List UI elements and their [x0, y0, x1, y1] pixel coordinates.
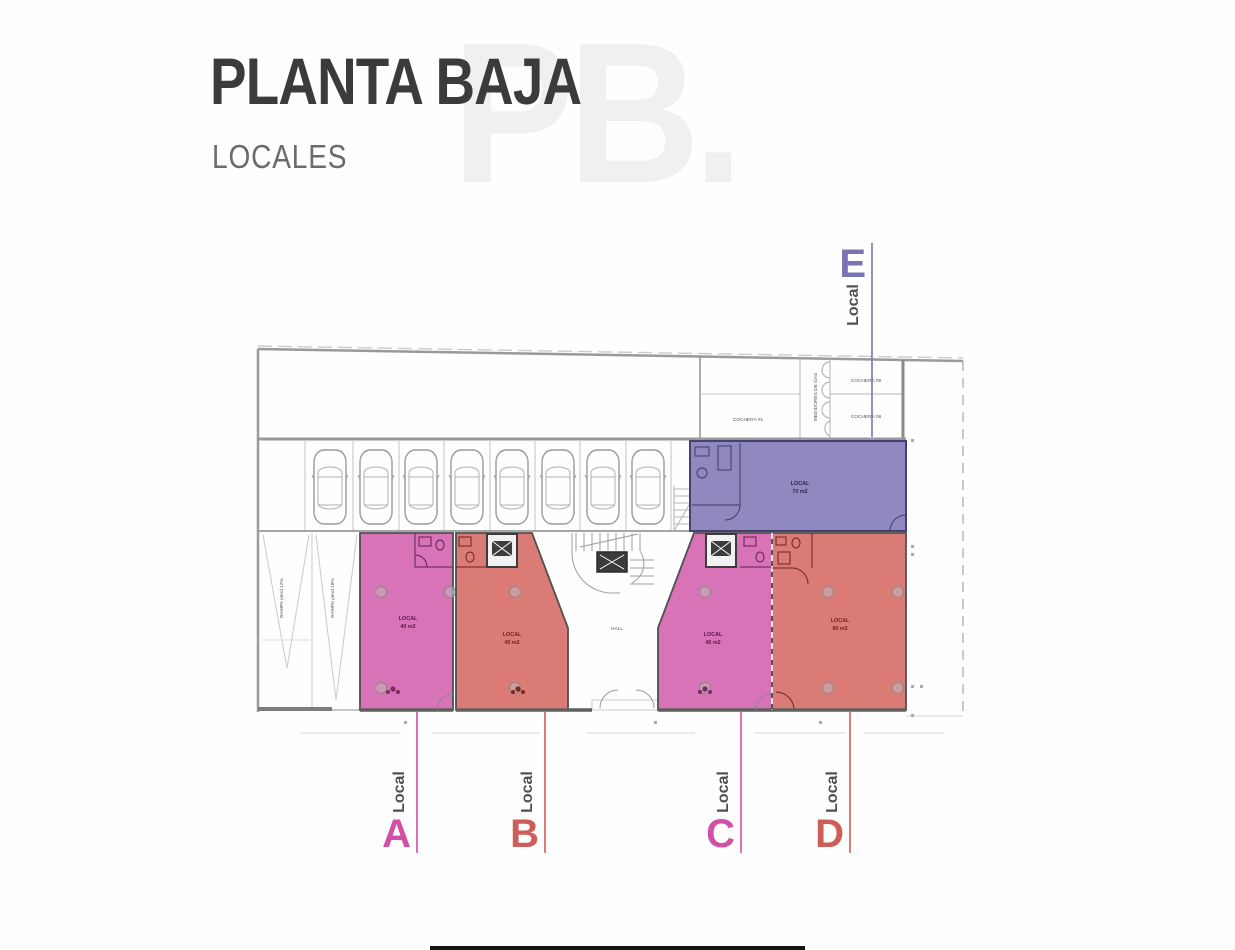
car-icon — [493, 449, 531, 525]
garage-block — [699, 356, 905, 439]
hall-label: HALL — [611, 626, 623, 632]
local-a-area-label: 40 m2 — [400, 624, 415, 630]
hall-entrance-icon — [568, 689, 663, 712]
survey-dots — [404, 439, 923, 724]
local-d-columns — [822, 586, 904, 694]
hall-elevator-icon — [596, 551, 628, 573]
ramp-left-label: RAMPA pend 12% — [279, 578, 285, 618]
local-b-area — [455, 532, 569, 711]
local-d-letter: D — [815, 812, 844, 856]
car-icon — [539, 449, 577, 525]
local-a-label: LOCAL — [399, 616, 418, 622]
local-d-leader-label: Local — [824, 771, 841, 813]
local-e-leader-label: Local — [845, 284, 862, 326]
bottom-edge-artifact — [430, 946, 805, 950]
parked-cars — [311, 449, 667, 525]
local-a-letter: A — [382, 812, 411, 856]
elevator-icon — [705, 533, 737, 568]
local-e-label: LOCAL — [791, 481, 810, 487]
local-d-label: LOCAL — [831, 618, 850, 624]
local-b-letter: B — [510, 812, 539, 856]
local-d-door-icon — [775, 691, 795, 711]
car-icon — [448, 449, 486, 525]
local-b-bathroom-icon — [456, 536, 487, 568]
local-a-entry-marker-icon — [386, 686, 400, 694]
gas-meters-label: MEDIDORES DE GAS — [813, 373, 819, 422]
parking-stall-lines — [304, 441, 672, 530]
ramps-area — [258, 533, 361, 711]
gas-meter-scallops-icon — [821, 361, 831, 437]
local-a-leader-label: Local — [391, 771, 408, 813]
car-icon — [584, 449, 622, 525]
local-e-area-label: 70 m2 — [792, 489, 807, 495]
local-b-entry-marker-icon — [511, 686, 525, 694]
local-b-area-label: 45 m2 — [504, 640, 519, 646]
page-title: PLANTA BAJA — [210, 44, 582, 118]
car-icon — [311, 449, 349, 525]
local-c-bathroom-icon — [740, 536, 772, 568]
page-subtitle: LOCALES — [212, 138, 348, 175]
local-b-label: LOCAL — [503, 632, 522, 638]
local-c-letter: C — [706, 812, 735, 856]
local-c-area-label: 45 m2 — [705, 640, 720, 646]
local-e-door-icon — [889, 514, 907, 532]
cochera-1-label: COCHERA #1 — [733, 417, 764, 423]
local-d-bathroom-icon — [772, 533, 813, 585]
car-icon — [357, 449, 395, 525]
local-a-columns — [375, 586, 456, 694]
local-e-letter: E — [839, 242, 866, 286]
local-a-bathroom-icon — [414, 533, 453, 568]
watermark: PB. — [452, 2, 744, 225]
cochera-08-label: COCHERA 08 — [851, 414, 882, 420]
local-c-columns — [699, 586, 711, 694]
local-d-area-label: 90 m2 — [832, 626, 847, 632]
local-c-label: LOCAL — [704, 632, 723, 638]
ramp-right-label: RAMPA pend 18% — [330, 578, 336, 618]
local-c-leader-label: Local — [715, 771, 732, 813]
local-c-entry-marker-icon — [698, 686, 712, 694]
elevator-icon — [486, 533, 518, 568]
local-b-leader-label: Local — [519, 771, 536, 813]
local-e-bathroom-icon — [692, 443, 741, 521]
central-stairs-icon — [571, 533, 654, 594]
car-icon — [402, 449, 440, 525]
car-icon — [629, 449, 667, 525]
cochera-09-label: COCHERA 09 — [851, 378, 882, 384]
local-e-area — [689, 440, 907, 532]
